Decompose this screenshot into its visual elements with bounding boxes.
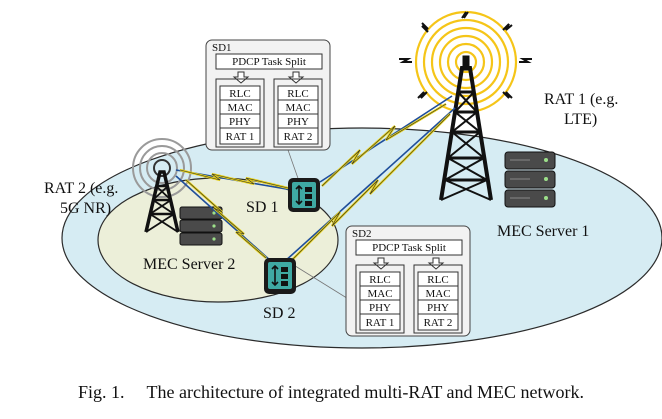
figure-caption: Fig. 1. The architecture of integrated mu… bbox=[0, 382, 662, 403]
sd2-device-label: SD 2 bbox=[263, 305, 295, 322]
layer-label: MAC bbox=[227, 102, 252, 114]
mec-server-2-label: MEC Server 2 bbox=[143, 256, 235, 273]
sd1-device-label: SD 1 bbox=[246, 199, 278, 216]
lte-tower-icon bbox=[439, 55, 493, 201]
sd2-arrow-left-icon bbox=[372, 257, 390, 270]
rat2-label-line1: RAT 2 (e.g. bbox=[44, 180, 118, 197]
nr-signal-rings bbox=[132, 138, 192, 198]
sd1-stack-2-layers: RLC MAC PHY RAT 2 bbox=[277, 85, 319, 145]
architecture-diagram: SD1 PDCP Task Split RLC MAC PHY RAT 1 RL… bbox=[44, 10, 662, 349]
layer-label: RAT 1 bbox=[366, 317, 395, 329]
sd1-protocol-box: SD1 PDCP Task Split RLC MAC PHY RAT 1 RL… bbox=[205, 39, 331, 151]
sd1-arrow-right-icon bbox=[287, 71, 305, 84]
layer-label: PHY bbox=[369, 302, 391, 314]
rat1-label-line2: LTE) bbox=[564, 111, 597, 128]
layer-label: RLC bbox=[229, 88, 250, 100]
layer-label: RLC bbox=[287, 88, 308, 100]
rat2-label-line2: 5G NR) bbox=[60, 200, 111, 217]
sd2-stack-1-layers: RLC MAC PHY RAT 1 bbox=[359, 271, 401, 331]
layer-label: RAT 2 bbox=[424, 317, 453, 329]
mec-server-2-icon bbox=[179, 206, 223, 246]
sd1-device-icon bbox=[288, 178, 320, 212]
layer-label: RLC bbox=[427, 274, 448, 286]
layer-label: PHY bbox=[287, 116, 309, 128]
mec-server-1-icon bbox=[504, 151, 556, 208]
layer-label: MAC bbox=[425, 288, 450, 300]
wireless-links bbox=[175, 95, 456, 301]
sd2-box-title: SD2 bbox=[352, 228, 372, 240]
sd1-box-title: SD1 bbox=[212, 42, 232, 54]
layer-label: MAC bbox=[285, 102, 310, 114]
mec-server-1-label: MEC Server 1 bbox=[497, 223, 589, 240]
layer-label: RAT 1 bbox=[226, 131, 255, 143]
lte-lightning-icons bbox=[399, 11, 532, 99]
rat1-label-line1: RAT 1 (e.g. bbox=[544, 91, 618, 108]
link-sd2-nr-blue bbox=[175, 175, 273, 263]
layer-label: MAC bbox=[367, 288, 392, 300]
sd2-callout-line bbox=[291, 263, 351, 301]
link-sd1-lte-bolt-outline bbox=[321, 103, 447, 187]
link-sd2-lte-blue bbox=[283, 107, 456, 263]
link-sd1-nr-bolt-outline bbox=[179, 169, 289, 189]
link-sd2-nr-bolt-outline bbox=[185, 179, 267, 259]
sd2-device-icon bbox=[264, 258, 296, 294]
sd1-arrow-left-icon bbox=[232, 71, 250, 84]
sd2-split-label: PDCP Task Split bbox=[372, 242, 446, 254]
caption-label: Fig. 1. bbox=[77, 382, 125, 402]
sd2-stack-2-layers: RLC MAC PHY RAT 2 bbox=[417, 271, 459, 331]
layer-label: RAT 2 bbox=[284, 131, 313, 143]
sd1-split-label: PDCP Task Split bbox=[232, 56, 306, 68]
caption-text: The architecture of integrated multi-RAT… bbox=[146, 382, 585, 402]
link-sd2-lte-bolt-outline bbox=[291, 113, 451, 261]
layer-label: RLC bbox=[369, 274, 390, 286]
sd2-protocol-box: SD2 PDCP Task Split RLC MAC PHY RAT 1 RL… bbox=[345, 225, 471, 337]
sd1-stack-1-layers: RLC MAC PHY RAT 1 bbox=[219, 85, 261, 145]
layer-label: PHY bbox=[427, 302, 449, 314]
nr-tower-icon bbox=[144, 170, 180, 233]
sd2-arrow-right-icon bbox=[427, 257, 445, 270]
layer-label: PHY bbox=[229, 116, 251, 128]
